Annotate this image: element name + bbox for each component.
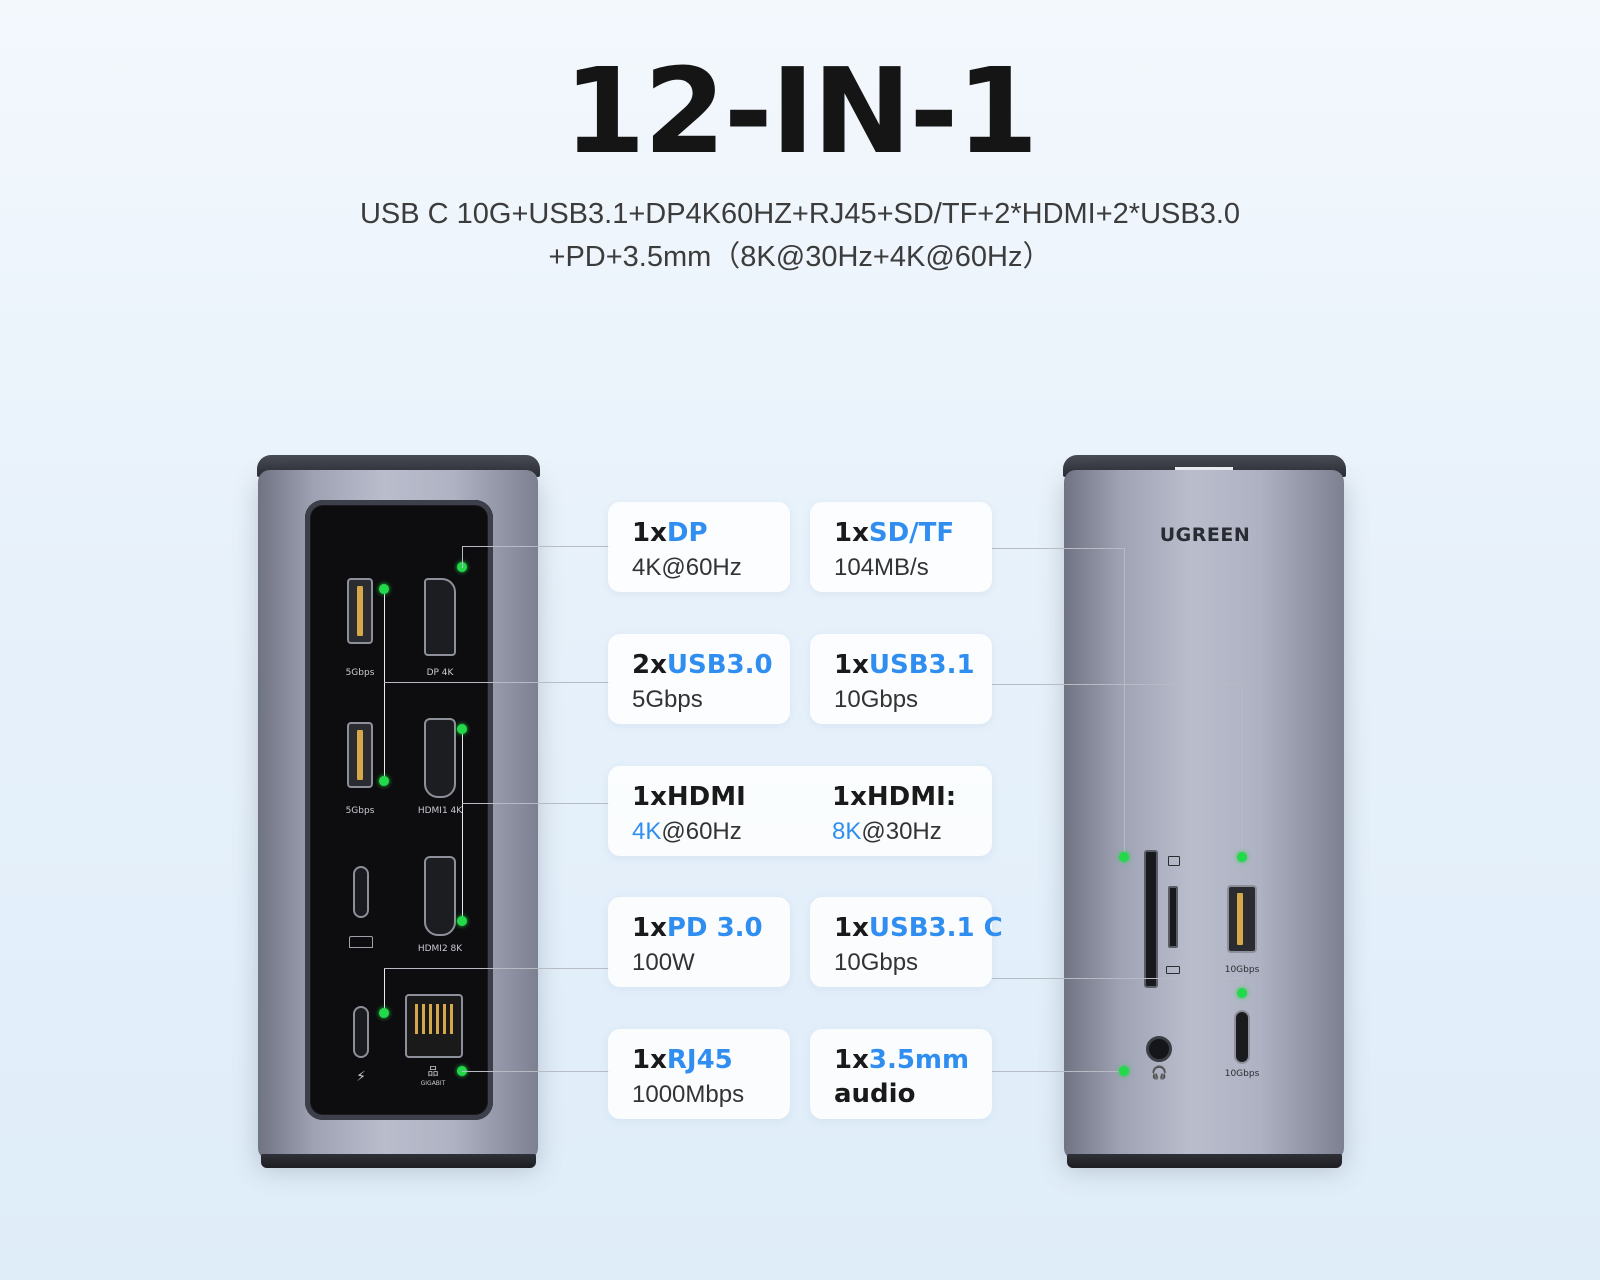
laptop-icon	[349, 936, 373, 948]
card-usb31-name: USB3.1	[868, 650, 975, 680]
card-hdmi-a-title: 1xHDMI	[632, 782, 746, 812]
card-usb30-spec: 5Gbps	[632, 686, 703, 713]
card-hdmi-b-rate: @30Hz	[861, 818, 942, 845]
connector-dp-v	[462, 546, 463, 568]
connector-sdtf-v	[1124, 548, 1125, 856]
indicator-dot-usb31c	[1237, 988, 1247, 998]
rear-usb-c-port-label: 10Gbps	[1224, 1069, 1260, 1079]
connector-pd	[384, 968, 610, 969]
rear-usb-a-port	[1227, 885, 1257, 953]
card-pd-spec: 100W	[632, 949, 695, 976]
card-usb31c-qty: 1x	[834, 913, 869, 943]
card-audio-qty: 1x	[834, 1045, 869, 1075]
indicator-dot-audio	[1119, 1066, 1129, 1076]
indicator-dot-sdtf	[1119, 852, 1129, 862]
dp-port	[424, 578, 456, 656]
card-pd-name: PD 3.0	[666, 913, 763, 943]
pd-bracket-line	[384, 968, 385, 1013]
usb-a-port-2-label: 5Gbps	[345, 806, 375, 816]
indicator-dot-usb31	[1237, 852, 1247, 862]
connector-usb31c	[992, 978, 1243, 979]
card-hdmi: 1xHDMI 4K@60Hz 1xHDMI: 8K@30Hz	[608, 766, 992, 856]
card-usb31c-spec: 10Gbps	[834, 949, 919, 976]
card-dp: 1xDP 4K@60Hz	[608, 502, 790, 592]
sd-card-icon	[1168, 856, 1180, 866]
connector-hdmi	[462, 803, 610, 804]
rear-usb-a-port-label: 10Gbps	[1224, 965, 1260, 975]
usb-c-port-laptop	[353, 866, 369, 918]
usb-a-bracket-line	[384, 589, 385, 781]
connector-rj45	[462, 1071, 610, 1072]
card-hdmi-b-res: 8K	[832, 818, 862, 845]
connector-usb31-v	[1242, 684, 1243, 856]
subtitle-line-1: USB C 10G+USB3.1+DP4K60HZ+RJ45+SD/TF+2*H…	[359, 198, 1241, 230]
indicator-dot-pd	[379, 1008, 389, 1018]
card-usb30: 2xUSB3.0 5Gbps	[608, 634, 790, 724]
connector-usb31	[992, 684, 1243, 685]
card-dp-spec: 4K@60Hz	[632, 554, 742, 581]
card-hdmi-a-rate: @60Hz	[661, 818, 742, 845]
lightning-icon: ⚡	[356, 1068, 366, 1084]
headphone-icon: 🎧	[1151, 1065, 1168, 1080]
usb-c-port-pd	[353, 1006, 369, 1058]
card-usb31c: 1xUSB3.1 C 10Gbps	[810, 897, 1003, 987]
card-rj45: 1xRJ45 1000Mbps	[608, 1029, 790, 1119]
card-audio-name: 3.5mm	[868, 1045, 970, 1075]
card-dp-name: DP	[666, 518, 708, 548]
tf-card-slot	[1168, 886, 1178, 948]
hdmi1-port-label: HDMI1 4K	[417, 806, 463, 816]
usb-a-port-2	[347, 722, 373, 788]
rear-device-bottom-cap	[1067, 1154, 1342, 1168]
card-audio: 1x3.5mm audio	[810, 1029, 992, 1119]
rj45-port	[405, 994, 463, 1058]
rear-device-body	[1064, 470, 1344, 1160]
connector-usb30	[384, 682, 610, 683]
card-usb30-qty: 2x	[632, 650, 667, 680]
card-pd-qty: 1x	[632, 913, 667, 943]
card-audio-spec: audio	[834, 1079, 916, 1109]
card-sdtf: 1xSD/TF 104MB/s	[810, 502, 992, 592]
card-rj45-qty: 1x	[632, 1045, 667, 1075]
card-sdtf-qty: 1x	[834, 518, 869, 548]
hdmi-bracket-line	[462, 729, 463, 921]
card-usb31: 1xUSB3.1 10Gbps	[810, 634, 992, 724]
card-rj45-spec: 1000Mbps	[632, 1081, 745, 1108]
connector-audio	[992, 1071, 1125, 1072]
rear-usb-c-port	[1234, 1010, 1250, 1064]
usb-a-port-1	[347, 578, 373, 644]
card-usb31-qty: 1x	[834, 650, 869, 680]
brand-logo: UGREEN	[1159, 524, 1251, 546]
card-usb30-name: USB3.0	[666, 650, 773, 680]
card-usb31-spec: 10Gbps	[834, 686, 919, 713]
network-icon: 品	[427, 1066, 439, 1078]
card-hdmi-a-res: 4K	[632, 818, 662, 845]
card-usb31c-name: USB3.1 C	[868, 913, 1003, 943]
card-hdmi-b-title: 1xHDMI:	[832, 782, 957, 812]
rj45-port-label: GIGABIT	[420, 1080, 446, 1087]
hdmi2-port	[424, 856, 456, 936]
subtitle-line-2: +PD+3.5mm（8K@30Hz+4K@60Hz）	[548, 241, 1052, 273]
card-sdtf-name: SD/TF	[868, 518, 955, 548]
card-rj45-name: RJ45	[666, 1045, 733, 1075]
card-sdtf-spec: 104MB/s	[834, 554, 929, 581]
connector-sdtf	[992, 548, 1125, 549]
indicator-dot-usb-a-1	[379, 584, 389, 594]
indicator-dot-usb-a-2	[379, 776, 389, 786]
connector-usb31c-v	[1242, 978, 1243, 992]
sd-tf-card-slot	[1144, 850, 1158, 988]
hdmi1-port	[424, 718, 456, 798]
indicator-dot-hdmi-2	[457, 916, 467, 926]
front-device-bottom-cap	[261, 1154, 536, 1168]
connector-dp	[462, 546, 610, 547]
page-title: 12-IN-1	[563, 42, 1039, 180]
tf-card-icon	[1166, 966, 1180, 974]
dp-port-label: DP 4K	[426, 668, 454, 678]
audio-jack	[1146, 1036, 1172, 1062]
card-dp-qty: 1x	[632, 518, 667, 548]
usb-a-port-1-label: 5Gbps	[345, 668, 375, 678]
hdmi2-port-label: HDMI2 8K	[417, 944, 463, 954]
indicator-dot-hdmi-1	[457, 724, 467, 734]
card-pd: 1xPD 3.0 100W	[608, 897, 790, 987]
